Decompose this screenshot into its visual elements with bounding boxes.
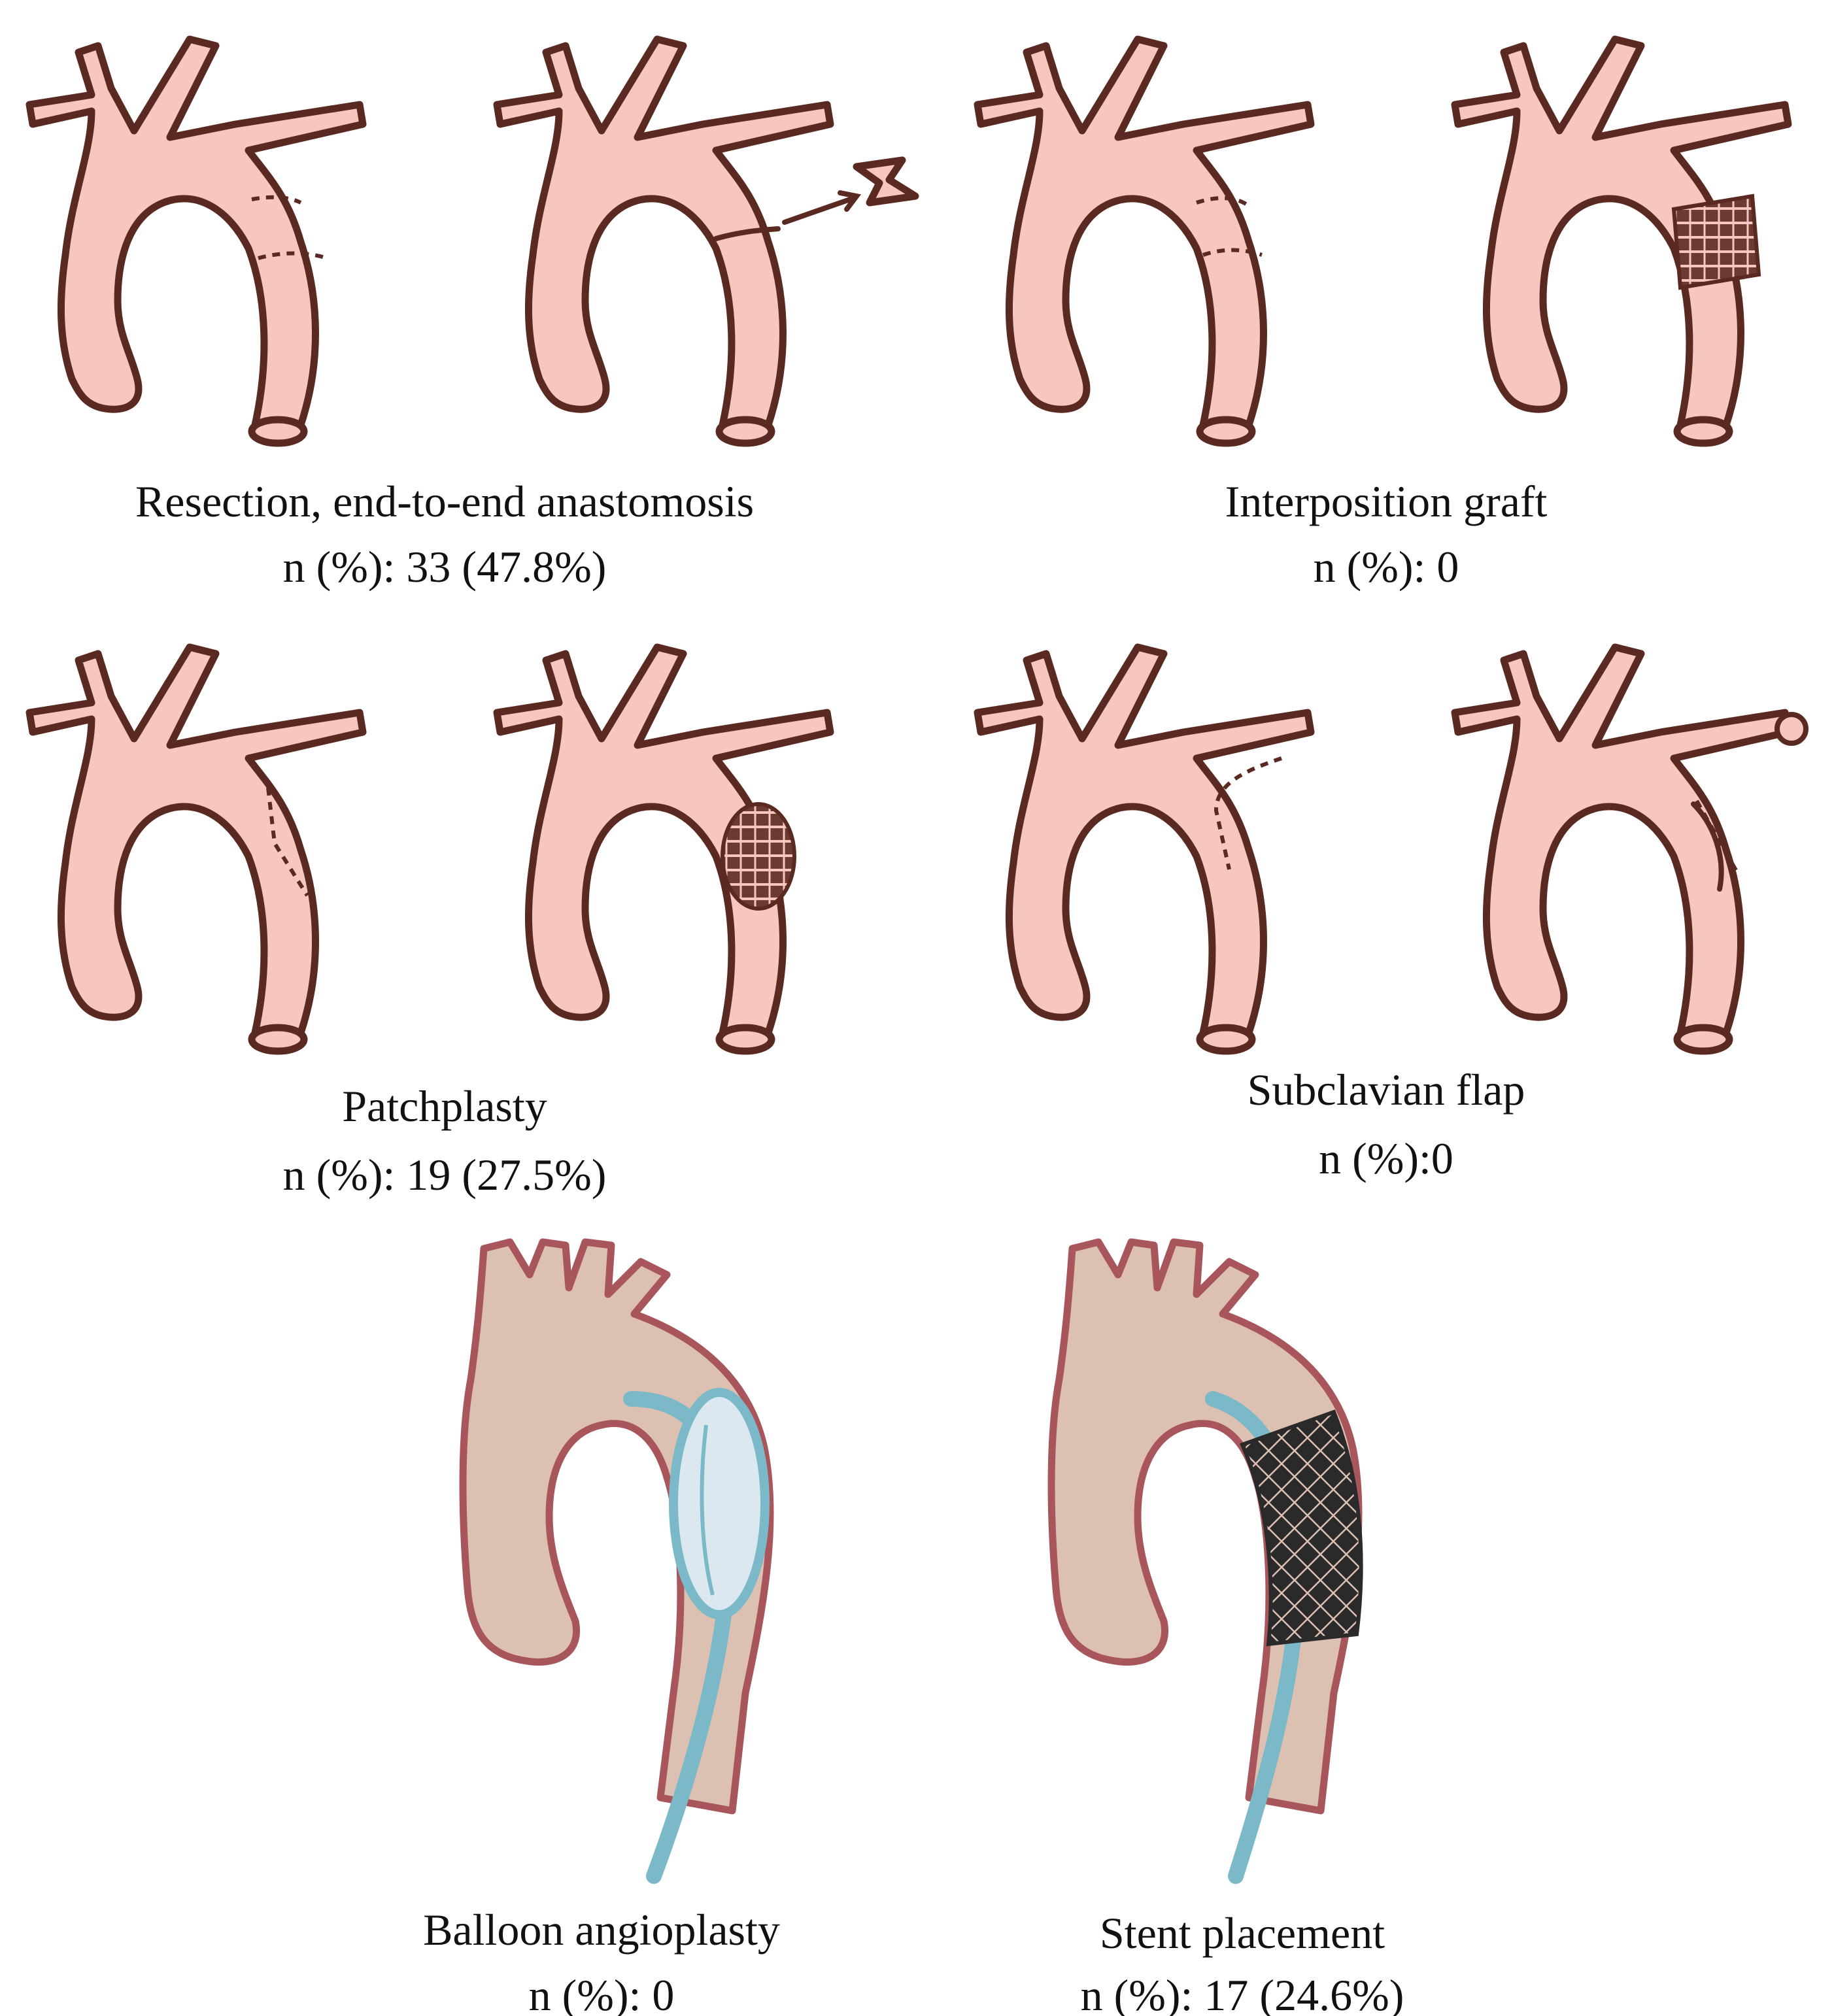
patchplasty-illustration-after — [497, 647, 830, 1051]
stent-title: Stent placement — [1100, 1908, 1385, 1958]
interposition-title: Interposition graft — [1225, 477, 1548, 526]
resection-illustration-before — [29, 39, 363, 443]
subclavian-illustration-before — [977, 647, 1311, 1051]
subclavian-count: n (%):0 — [1319, 1134, 1453, 1183]
balloon-title: Balloon angioplasty — [423, 1905, 780, 1955]
interposition-illustration-after — [1455, 39, 1788, 443]
stent-illustration — [1051, 1242, 1363, 1884]
subclavian-title: Subclavian flap — [1248, 1065, 1525, 1115]
resection-illustration-after — [497, 39, 919, 443]
interposition-illustration-before — [977, 39, 1311, 443]
stent — [1239, 1409, 1363, 1647]
balloon-count: n (%): 0 — [529, 1970, 675, 2016]
patchplasty-illustration-before — [29, 647, 363, 1051]
patchplasty-count: n (%): 19 (27.5%) — [283, 1150, 607, 1200]
stent-count: n (%): 17 (24.6%) — [1081, 1970, 1404, 2016]
balloon-illustration — [463, 1242, 770, 1884]
subclavian-illustration-after — [1455, 647, 1809, 1051]
balloon — [669, 1388, 770, 1619]
resection-title: Resection, end-to-end anastomosis — [135, 477, 754, 526]
interposition-count: n (%): 0 — [1314, 542, 1459, 592]
resection-count: n (%): 33 (47.8%) — [283, 542, 607, 592]
patchplasty-title: Patchplasty — [342, 1081, 547, 1131]
